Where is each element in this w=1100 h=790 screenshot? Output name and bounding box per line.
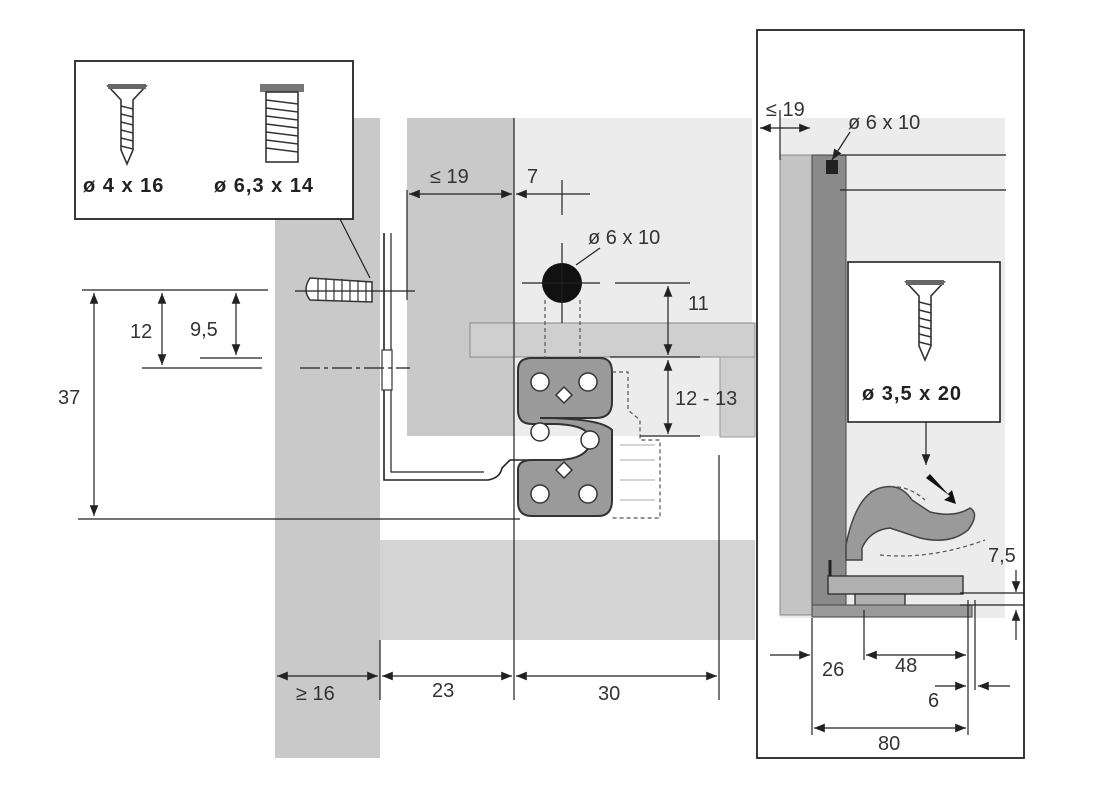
screw-label-4x16: ø 4 x 16 (83, 175, 164, 197)
side-screw (295, 277, 415, 303)
drawer-back-stub (719, 356, 756, 438)
dim-48: 48 (895, 655, 917, 677)
screw-label-3-5x20: ø 3,5 x 20 (862, 383, 962, 405)
cylinder-screw-icon (260, 84, 304, 163)
screw-label-6-3x14: ø 6,3 x 14 (214, 175, 314, 197)
dim-right-max-19: ≤ 19 (766, 99, 805, 121)
countersunk-screw-icon (106, 84, 148, 167)
runner-profile (517, 357, 661, 519)
dim-12-13: 12 - 13 (675, 388, 737, 410)
dim-23: 23 (432, 680, 454, 702)
dim-11: 11 (688, 293, 709, 315)
dim-7: 7 (527, 166, 538, 188)
dim-6: 6 (928, 690, 939, 712)
dim-12: 12 (130, 321, 152, 343)
dim-max-19-top: ≤ 19 (430, 166, 469, 188)
drawer-bottom-panel (380, 540, 755, 640)
dim-9-5: 9,5 (190, 319, 218, 341)
dim-right-hole-6x10: ø 6 x 10 (848, 112, 920, 134)
dim-37: 37 (58, 387, 80, 409)
dim-80: 80 (878, 733, 900, 755)
dim-26: 26 (822, 659, 844, 681)
dim-30: 30 (598, 683, 620, 705)
right-drawer-side (811, 154, 847, 616)
dim-hole-6x10: ø 6 x 10 (588, 227, 660, 249)
screw-legend-box: ø 4 x 16 ø 6,3 x 14 (74, 60, 371, 279)
press-arrow-icon (926, 474, 956, 504)
drawer-floor-board (469, 322, 756, 358)
right-section: ø 3,5 x 20 ≤ 19 ø 6 x 10 7,5 (756, 29, 1025, 759)
dim-7-5: 7,5 (988, 545, 1016, 567)
cabinet-side-panel (275, 118, 380, 758)
left-section: ≤ 19 7 ø 6 x 10 11 12 - 13 12 9,5 37 ≥ 1… (58, 118, 756, 758)
dim-min-16: ≥ 16 (296, 683, 335, 705)
right-cabinet-side (779, 154, 813, 616)
countersunk-screw-right-icon (904, 280, 946, 363)
drawer-side-panel (407, 118, 514, 436)
runner-bracket (383, 233, 528, 481)
